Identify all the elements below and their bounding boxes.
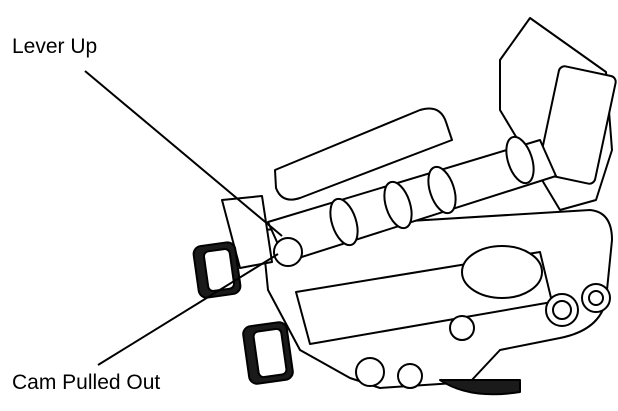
lever-leader-line: [84, 70, 283, 237]
valve-base: [439, 379, 521, 396]
cam-ring-3: [427, 165, 457, 215]
port-3: [449, 315, 475, 341]
cam-leader-line: [97, 253, 279, 366]
drive-cover: [274, 107, 453, 201]
port-5: [397, 363, 423, 389]
callout-lever-up: Lever Up: [12, 35, 98, 58]
control-head-face: [537, 65, 617, 185]
cam-ring-2: [383, 180, 413, 230]
bypass-dome: [461, 245, 543, 299]
cam-ring-1: [329, 197, 359, 247]
port-4: [355, 357, 385, 387]
cam-ring-4: [505, 135, 535, 185]
port-2-inner: [588, 290, 604, 306]
upper-connector-face: [202, 248, 236, 292]
cam-end-cap: [273, 237, 303, 267]
callout-cam-pulled-out: Cam Pulled Out: [12, 371, 161, 394]
lower-connector-face: [252, 327, 288, 379]
port-1-inner: [552, 300, 572, 320]
